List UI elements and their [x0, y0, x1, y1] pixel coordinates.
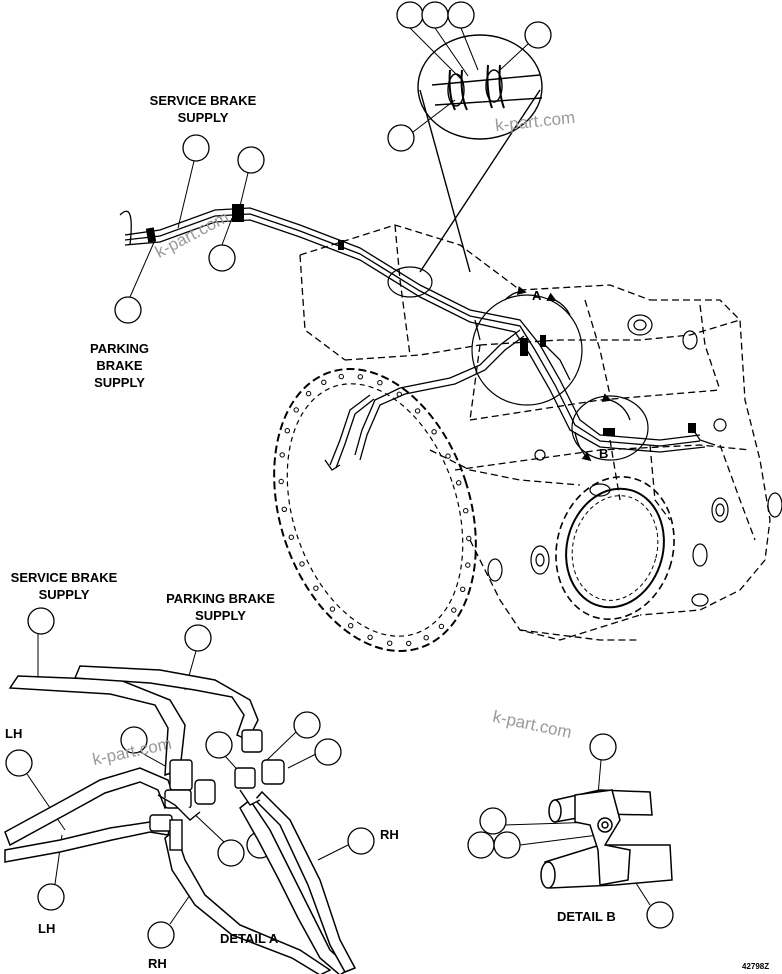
detail-b-clamp	[540, 789, 673, 889]
view-arrows	[504, 286, 631, 462]
drum-bolt-hole	[321, 379, 327, 385]
drum-bolt-hole	[278, 478, 284, 485]
drum-bolt-hole	[313, 585, 319, 591]
label-line: PARKING	[90, 341, 149, 356]
housing-bolts	[487, 314, 782, 607]
drum-bolt-hole	[279, 452, 285, 458]
leader-lines	[26, 27, 651, 925]
brake-drum	[273, 368, 477, 652]
top-inset-clamp-detail	[417, 34, 543, 273]
drum-bolt-hole	[463, 508, 469, 514]
drum-bolt-hole	[281, 506, 287, 512]
parking-brake-supply-label-top: PARKING BRAKE SUPPLY	[72, 340, 167, 391]
service-brake-supply-label-detail: SERVICE BRAKE SUPPLY	[0, 569, 128, 603]
axle-housing	[299, 224, 771, 641]
drum-bolt-hole	[299, 561, 305, 567]
label-line: SERVICE BRAKE	[10, 570, 118, 585]
drum-bolt-hole	[284, 428, 290, 434]
label-line: SUPPLY	[38, 587, 90, 602]
rh-label-bottom: RH	[148, 956, 167, 971]
label-line: SUPPLY	[195, 608, 246, 623]
drawing-number: 42798Z	[742, 962, 770, 971]
rh-label-right: RH	[380, 827, 399, 842]
label-line: PARKING BRAKE	[166, 591, 275, 606]
drum-bolt-holes	[278, 373, 472, 647]
hub-opening	[555, 476, 675, 620]
detail-b-title: DETAIL B	[557, 909, 616, 924]
parking-brake-supply-label-detail: PARKING BRAKE SUPPLY	[148, 590, 293, 624]
drum-bolt-hole	[377, 380, 383, 386]
drum-bolt-hole	[465, 562, 471, 568]
drum-bolt-hole	[438, 623, 445, 630]
drum-bolt-hole	[293, 407, 299, 413]
label-line: SUPPLY	[94, 375, 145, 390]
main-brake-lines	[119, 207, 716, 471]
drum-bolt-hole	[288, 534, 294, 540]
main-line-clamps	[145, 204, 696, 436]
drum-bolt-hole	[456, 480, 462, 486]
drum-bolt-hole	[451, 607, 457, 613]
detail-a-fittings	[149, 729, 285, 851]
drum-bolt-hole	[387, 640, 393, 646]
drum-bolt-hole	[445, 453, 451, 459]
drum-bolt-hole	[466, 535, 472, 542]
drum-bolt-hole	[367, 634, 373, 640]
drum-bolt-hole	[338, 373, 344, 380]
drum-bolt-hole	[305, 390, 312, 397]
callout-balloons	[5, 1, 674, 949]
drum-bolt-hole	[460, 586, 466, 592]
drum-bolt-hole	[423, 635, 429, 641]
view-b-letter: B	[599, 446, 608, 461]
drum-bolt-hole	[406, 640, 412, 647]
detail-a-hoses	[4, 665, 357, 974]
drum-bolt-hole	[414, 408, 421, 414]
view-a-letter: A	[532, 288, 542, 303]
drum-bolt-hole	[431, 429, 437, 435]
detail-a-title: DETAIL A	[220, 931, 279, 946]
label-line: SUPPLY	[177, 110, 229, 125]
drum-bolt-hole	[329, 606, 336, 612]
drum-bolt-hole	[348, 623, 354, 629]
label-line: BRAKE	[96, 358, 143, 373]
lh-label-upper: LH	[5, 726, 23, 741]
drum-bolt-hole	[357, 374, 363, 380]
lh-label-lower: LH	[38, 921, 56, 936]
label-line: SERVICE BRAKE	[149, 93, 257, 108]
service-brake-supply-label-top: SERVICE BRAKE SUPPLY	[128, 92, 278, 126]
